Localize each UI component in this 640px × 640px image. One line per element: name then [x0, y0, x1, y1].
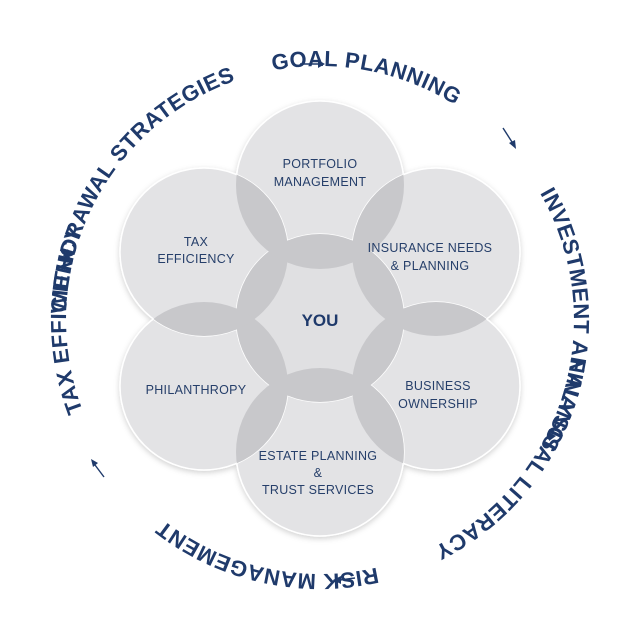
ring-arrow — [333, 576, 356, 584]
petal-label-insurance: INSURANCE NEEDS & PLANNING — [368, 241, 493, 273]
overlaps — [120, 168, 520, 470]
ring-arrow — [549, 417, 559, 441]
petal-label-tax: TAX EFFICIENCY — [157, 235, 235, 266]
business-line2: OWNERSHIP — [398, 397, 478, 411]
ring-goal-planning: GOAL PLANNING — [270, 46, 466, 110]
portfolio-line1: PORTFOLIO — [283, 157, 358, 171]
petal-label-estate: ESTATE PLANNING & TRUST SERVICES — [259, 449, 378, 497]
portfolio-line2: MANAGEMENT — [274, 175, 367, 189]
ring-arrow — [91, 459, 105, 478]
petal-label-portfolio: PORTFOLIO MANAGEMENT — [274, 157, 367, 189]
estate-line2: & — [314, 466, 323, 480]
center-label: YOU — [302, 311, 339, 330]
estate-line3: TRUST SERVICES — [262, 483, 374, 497]
ring-arrow — [502, 127, 516, 149]
petal-label-business: BUSINESS OWNERSHIP — [398, 379, 478, 411]
insurance-line2: & PLANNING — [391, 259, 470, 273]
business-line1: BUSINESS — [405, 379, 471, 393]
philanthropy-line1: PHILANTHROPY — [146, 383, 247, 397]
petal-label-philanthropy: PHILANTHROPY — [146, 383, 247, 397]
insurance-line1: INSURANCE NEEDS — [368, 241, 493, 255]
tax-line1: TAX — [184, 235, 209, 249]
estate-line1: ESTATE PLANNING — [259, 449, 378, 463]
tax-line2: EFFICIENCY — [157, 252, 235, 266]
ring-arrow — [300, 60, 325, 68]
ring-arrow — [61, 249, 70, 271]
